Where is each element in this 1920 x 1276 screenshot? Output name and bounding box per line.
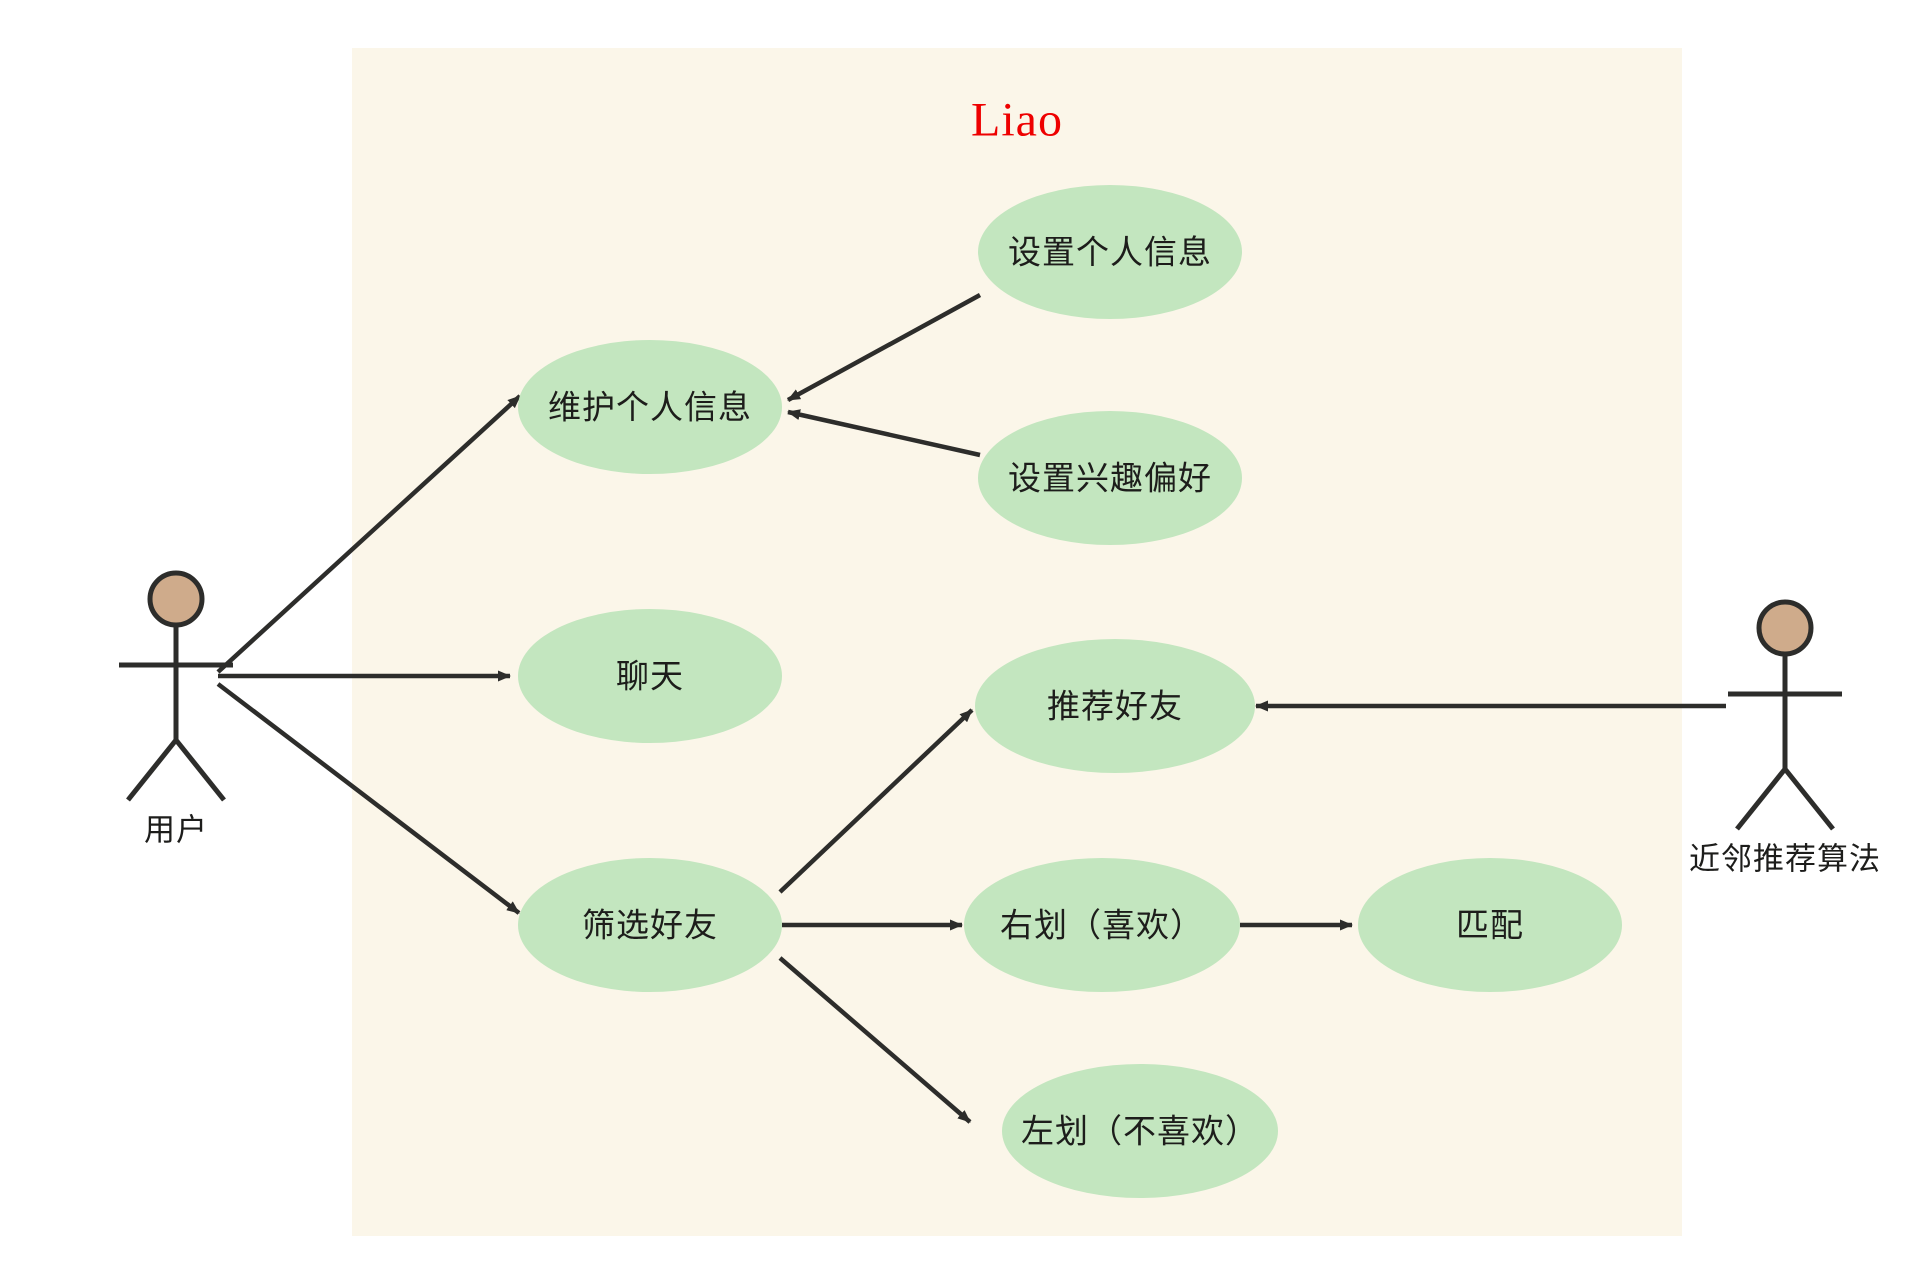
use-case-label: 筛选好友 (582, 907, 718, 944)
use-case-swipe-right-like[interactable]: 右划（喜欢） (964, 858, 1240, 992)
association-layer (216, 293, 1726, 1124)
use-case-ellipse (1002, 1064, 1278, 1198)
actor-leg-right-line (174, 738, 226, 802)
use-case-ellipse (975, 639, 1255, 773)
use-case-match[interactable]: 匹配 (1358, 858, 1622, 992)
actor-head-icon (1756, 599, 1814, 657)
use-case-filter-friends[interactable]: 筛选好友 (518, 858, 782, 992)
actor-user[interactable]: 用户 (119, 570, 233, 848)
use-case-set-interest-preferences[interactable]: 设置兴趣偏好 (978, 411, 1242, 545)
use-case-ellipse (978, 185, 1242, 319)
association-filter-to-recommend-friends (778, 708, 974, 894)
use-case-ellipse (518, 858, 782, 992)
use-case-chat[interactable]: 聊天 (518, 609, 782, 743)
use-case-label: 设置兴趣偏好 (1008, 460, 1212, 497)
association-user-to-filter-friends (216, 682, 521, 915)
actor-leg-left-line (1735, 767, 1787, 831)
actor-label: 近邻推荐算法 (1689, 842, 1881, 877)
use-case-maintain-personal-info[interactable]: 维护个人信息 (518, 340, 782, 474)
association-set-profile-to-maintain-profile (786, 293, 982, 402)
use-case-label: 设置个人信息 (1008, 234, 1212, 271)
use-case-ellipse (518, 609, 782, 743)
actor-label: 用户 (144, 813, 208, 848)
association-user-to-maintain-profile (216, 394, 522, 674)
use-case-label: 匹配 (1456, 907, 1524, 944)
use-case-ellipse (964, 858, 1240, 992)
use-case-label: 推荐好友 (1047, 688, 1183, 725)
use-case-layer: 设置个人信息 维护个人信息 设置兴趣偏好 聊天 推荐好友 筛选好友 (518, 185, 1622, 1198)
use-case-ellipse (518, 340, 782, 474)
actor-head-icon (147, 570, 205, 628)
use-case-label: 右划（喜欢） (1000, 907, 1204, 944)
use-case-recommend-friends[interactable]: 推荐好友 (975, 639, 1255, 773)
use-case-ellipse (1358, 858, 1622, 992)
use-case-label: 聊天 (616, 658, 684, 695)
association-set-interests-to-maintain-profile (787, 409, 981, 458)
actor-leg-right-line (1783, 767, 1835, 831)
use-case-label: 维护个人信息 (548, 389, 752, 426)
use-case-set-personal-info[interactable]: 设置个人信息 (978, 185, 1242, 319)
actor-neighbor-recommendation-algorithm[interactable]: 近邻推荐算法 (1689, 599, 1881, 877)
actor-leg-left-line (126, 738, 178, 802)
use-case-swipe-left-dislike[interactable]: 左划（不喜欢） (1002, 1064, 1278, 1198)
use-case-ellipse (978, 411, 1242, 545)
system-boundary-title: Liao (971, 94, 1063, 147)
association-filter-to-swipe-left (778, 956, 972, 1124)
use-case-label: 左划（不喜欢） (1021, 1113, 1259, 1150)
